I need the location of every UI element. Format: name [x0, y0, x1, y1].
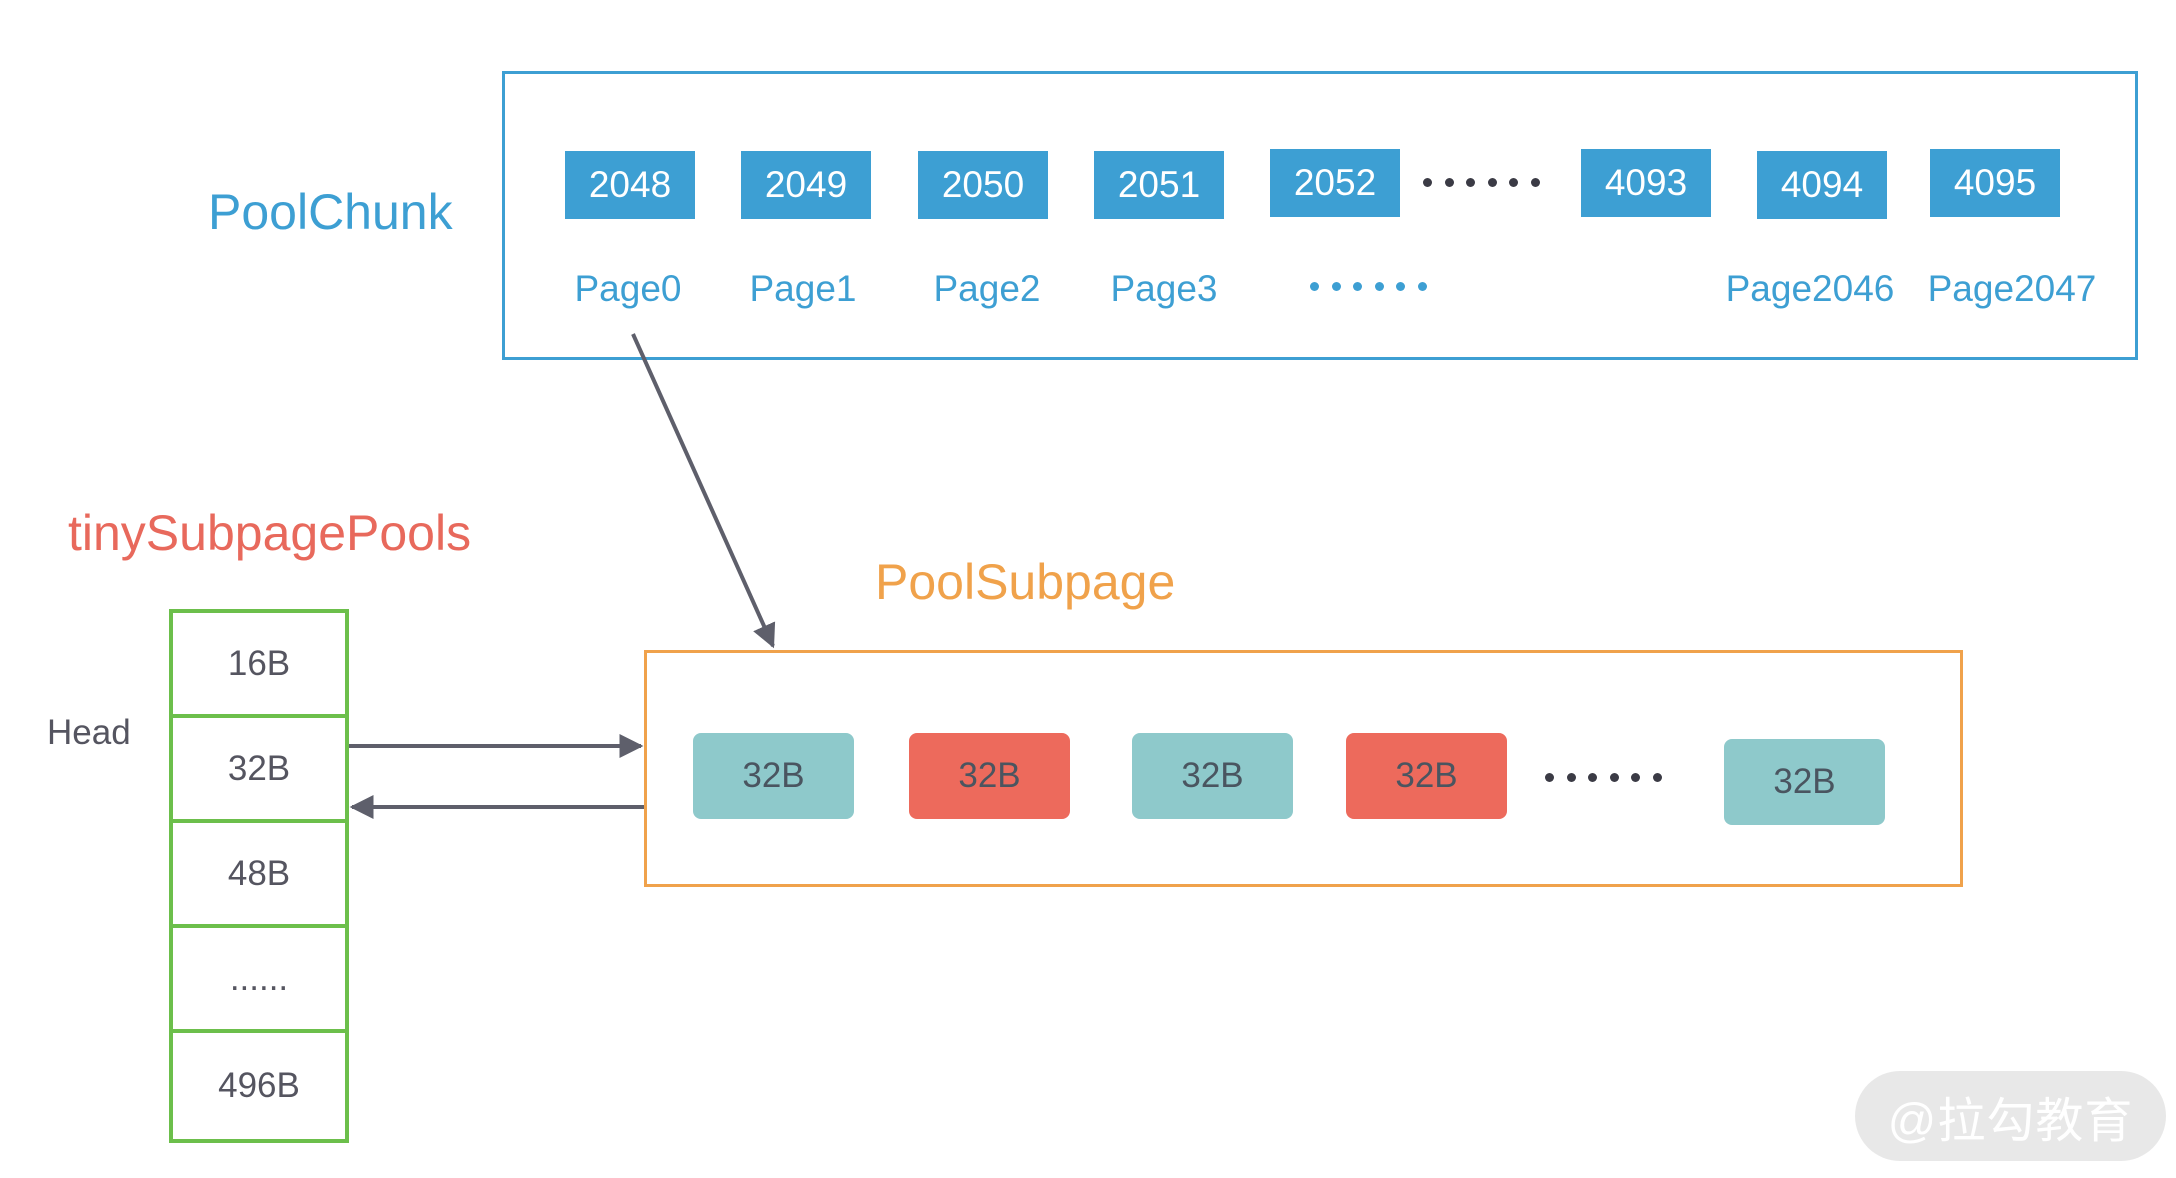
page-label-ellipsis	[1310, 282, 1427, 291]
pool-subpage-box	[644, 650, 1963, 887]
subpage-element-free: 32B	[693, 733, 854, 819]
page-label-page1: Page1	[749, 268, 857, 309]
tiny-subpage-pools-title: tinySubpagePools	[68, 505, 472, 561]
subpage-element-free: 32B	[1132, 733, 1293, 819]
subpage-element-free: 32B	[1724, 739, 1885, 825]
chunk-node-2048: 2048	[565, 151, 695, 219]
pool-slot-ellipsis: ......	[173, 928, 345, 1033]
page-label-page3: Page3	[1110, 268, 1218, 309]
chunk-node-4093: 4093	[1581, 149, 1711, 217]
pool-slot-32b: 32B	[173, 718, 345, 823]
subpage-element-ellipsis	[1545, 773, 1662, 782]
watermark-logo: @拉勾教育	[1855, 1071, 2166, 1161]
chunk-node-2050: 2050	[918, 151, 1048, 219]
pool-slot-48b: 48B	[173, 823, 345, 928]
chunk-node-4095: 4095	[1930, 149, 2060, 217]
pool-slot-496b: 496B	[218, 1066, 300, 1105]
chunk-node-4094: 4094	[1757, 151, 1887, 219]
chunk-node-2049: 2049	[741, 151, 871, 219]
page-label-page2: Page2	[933, 268, 1041, 309]
pool-chunk-title: PoolChunk	[208, 184, 453, 240]
chunk-node-2051: 2051	[1094, 151, 1224, 219]
tiny-subpage-pools-table: 16B 32B 48B ...... 496B	[169, 609, 349, 1143]
pool-chunk-box	[502, 71, 2138, 360]
pool-slot-16b: 16B	[173, 613, 345, 718]
page-label-page2046: Page2046	[1725, 268, 1895, 309]
page-label-page0: Page0	[574, 268, 682, 309]
subpage-element-used: 32B	[909, 733, 1070, 819]
chunk-node-2052: 2052	[1270, 149, 1400, 217]
pool-subpage-title: PoolSubpage	[875, 554, 1176, 610]
chunk-node-ellipsis	[1423, 178, 1540, 187]
head-label: Head	[47, 713, 131, 752]
page-label-page2047: Page2047	[1927, 268, 2097, 309]
page0-to-subpage-arrow	[631, 333, 776, 649]
subpage-element-used: 32B	[1346, 733, 1507, 819]
